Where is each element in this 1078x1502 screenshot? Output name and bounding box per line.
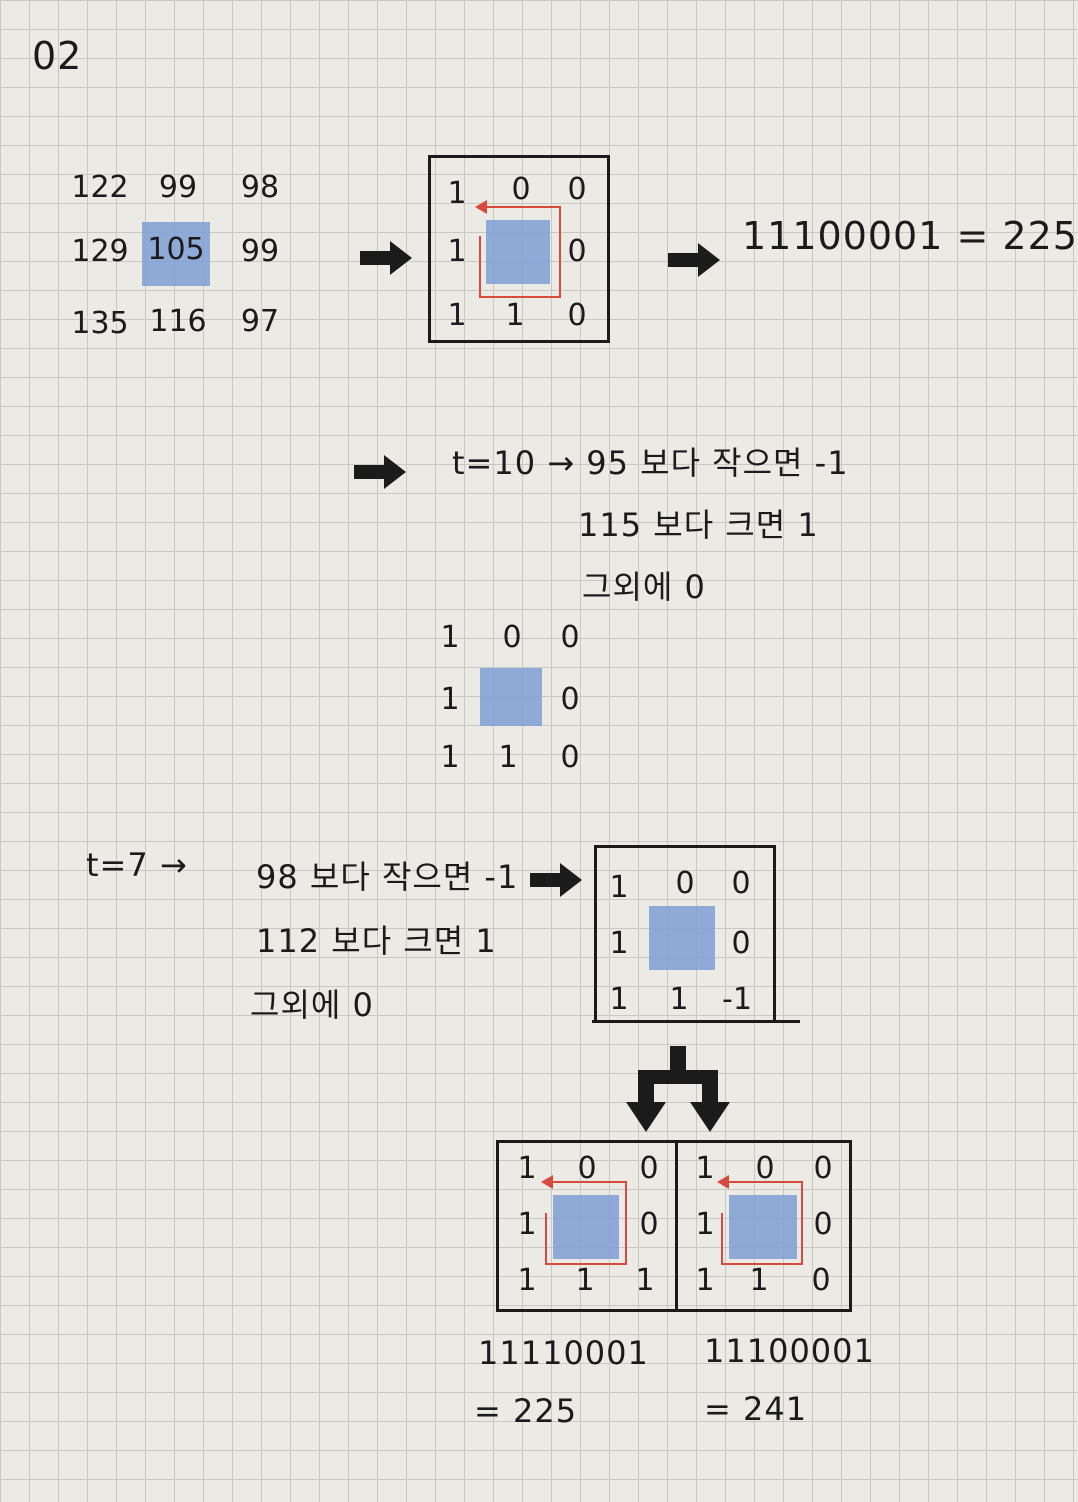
lbp-cell-2-1: 1 — [505, 298, 525, 333]
t7-cell-2-1: 1 — [669, 982, 689, 1017]
t7-cell-2-0: 1 — [609, 982, 629, 1017]
t10-cell-0-0: 1 — [440, 620, 460, 655]
lbp-arrow-head — [475, 200, 487, 214]
upper-arrow-bottom — [545, 1263, 627, 1265]
lower-cell-0-2: 0 — [813, 1151, 833, 1186]
upper-binary-code: 11110001 — [478, 1334, 649, 1372]
lbp-cell-1-0: 1 — [447, 234, 467, 269]
lbp-cell-0-0: 1 — [447, 176, 467, 211]
upper-cell-2-2: 1 — [635, 1263, 655, 1298]
upper-decimal-value: = 225 — [474, 1392, 578, 1430]
input-cell-1-1: 105 — [147, 232, 205, 267]
t7-rule-line1: 98 보다 작으면 -1 — [256, 858, 519, 896]
input-cell-2-2: 97 — [240, 304, 280, 339]
t10-cell-2-2: 0 — [560, 740, 580, 775]
arrow-right-icon — [360, 241, 412, 275]
lbp-arrow-top — [483, 206, 561, 208]
t10-ternary-grid: 1 0 0 1 0 1 1 0 — [420, 620, 610, 790]
t7-label: t=7 → — [86, 846, 188, 884]
lbp-equation: 11100001 = 225 — [742, 214, 1078, 258]
lbp-arrow-bottom — [479, 296, 561, 298]
lower-arrow-left — [721, 1213, 723, 1265]
upper-arrow-head — [541, 1175, 553, 1189]
lbp-cell-0-2: 0 — [567, 172, 587, 207]
arrow-right-icon — [354, 455, 406, 489]
lbp-center-highlight — [486, 220, 550, 284]
t7-center-highlight — [649, 906, 715, 970]
lower-decimal-value: = 241 — [704, 1390, 808, 1428]
t7-rule-line3: 그외에 0 — [250, 986, 374, 1024]
arrow-right-icon — [668, 243, 720, 277]
lbp-cell-2-0: 1 — [447, 298, 467, 333]
lower-arrow-head — [717, 1175, 729, 1189]
lower-cell-0-1: 0 — [755, 1151, 775, 1186]
t10-cell-0-2: 0 — [560, 620, 580, 655]
t10-cell-1-2: 0 — [560, 682, 580, 717]
t10-cell-2-1: 1 — [498, 740, 518, 775]
t10-cell-2-0: 1 — [440, 740, 460, 775]
t7-cell-0-2: 0 — [731, 866, 751, 901]
upper-arrow-left — [545, 1213, 547, 1265]
split-divider — [675, 1143, 678, 1309]
upper-arrow-top — [551, 1181, 627, 1183]
t7-baseline — [592, 1020, 800, 1023]
input-cell-1-2: 99 — [240, 234, 280, 269]
t7-cell-0-1: 0 — [675, 866, 695, 901]
split-grid-box: 1 0 0 1 0 1 1 1 1 0 0 1 0 1 1 0 — [496, 1140, 852, 1312]
t10-rule-line1: t=10 → 95 보다 작으면 -1 — [452, 444, 849, 482]
lower-arrow-top — [727, 1181, 803, 1183]
input-cell-0-0: 122 — [71, 170, 129, 205]
upper-cell-2-0: 1 — [517, 1263, 537, 1298]
page-heading: 02 — [32, 34, 83, 78]
input-neighborhood: 122 99 98 129 105 99 135 116 97 — [70, 160, 300, 350]
lower-cell-1-0: 1 — [695, 1207, 715, 1242]
lower-arrow-bottom — [721, 1263, 803, 1265]
upper-cell-0-1: 0 — [577, 1151, 597, 1186]
split-arrow-icon — [626, 1046, 730, 1132]
input-cell-2-1: 116 — [149, 304, 207, 339]
center-pixel-highlight — [142, 222, 210, 286]
lower-cell-1-2: 0 — [813, 1207, 833, 1242]
input-cell-1-0: 129 — [71, 234, 129, 269]
input-cell-2-0: 135 — [71, 306, 129, 341]
lower-cell-0-0: 1 — [695, 1151, 715, 1186]
lbp-cell-1-2: 0 — [567, 234, 587, 269]
upper-cell-2-1: 1 — [575, 1263, 595, 1298]
upper-cell-0-0: 1 — [517, 1151, 537, 1186]
t7-cell-1-2: 0 — [731, 926, 751, 961]
upper-cell-1-0: 1 — [517, 1207, 537, 1242]
lower-cell-2-2: 0 — [811, 1263, 831, 1298]
lbp-grid-box: 1 0 0 1 0 1 1 0 — [428, 155, 610, 343]
input-cell-0-1: 99 — [158, 170, 198, 205]
lower-cell-2-1: 1 — [749, 1263, 769, 1298]
lbp-arrow-right — [559, 206, 561, 298]
lower-binary-code: 11100001 — [704, 1332, 875, 1370]
lower-center-highlight — [729, 1195, 797, 1259]
t7-cell-2-2: -1 — [722, 982, 752, 1017]
arrow-right-icon — [530, 863, 582, 897]
t10-center-highlight — [480, 668, 542, 726]
lbp-cell-0-1: 0 — [511, 172, 531, 207]
upper-arrow-right — [625, 1181, 627, 1265]
t7-grid-box: 1 0 0 1 0 1 1 -1 — [594, 845, 776, 1023]
input-cell-0-2: 98 — [240, 170, 280, 205]
lbp-arrow-left — [479, 236, 481, 298]
t10-rule-line3: 그외에 0 — [582, 568, 706, 606]
t10-rule-line2: 115 보다 크면 1 — [578, 506, 819, 544]
upper-cell-0-2: 0 — [639, 1151, 659, 1186]
t10-cell-0-1: 0 — [502, 620, 522, 655]
t7-cell-0-0: 1 — [609, 870, 629, 905]
t7-rule-line2: 112 보다 크면 1 — [256, 922, 497, 960]
t7-cell-1-0: 1 — [609, 926, 629, 961]
upper-cell-1-2: 0 — [639, 1207, 659, 1242]
upper-center-highlight — [553, 1195, 619, 1259]
t10-cell-1-0: 1 — [440, 682, 460, 717]
lower-cell-2-0: 1 — [695, 1263, 715, 1298]
lower-arrow-right — [801, 1181, 803, 1265]
lbp-cell-2-2: 0 — [567, 298, 587, 333]
